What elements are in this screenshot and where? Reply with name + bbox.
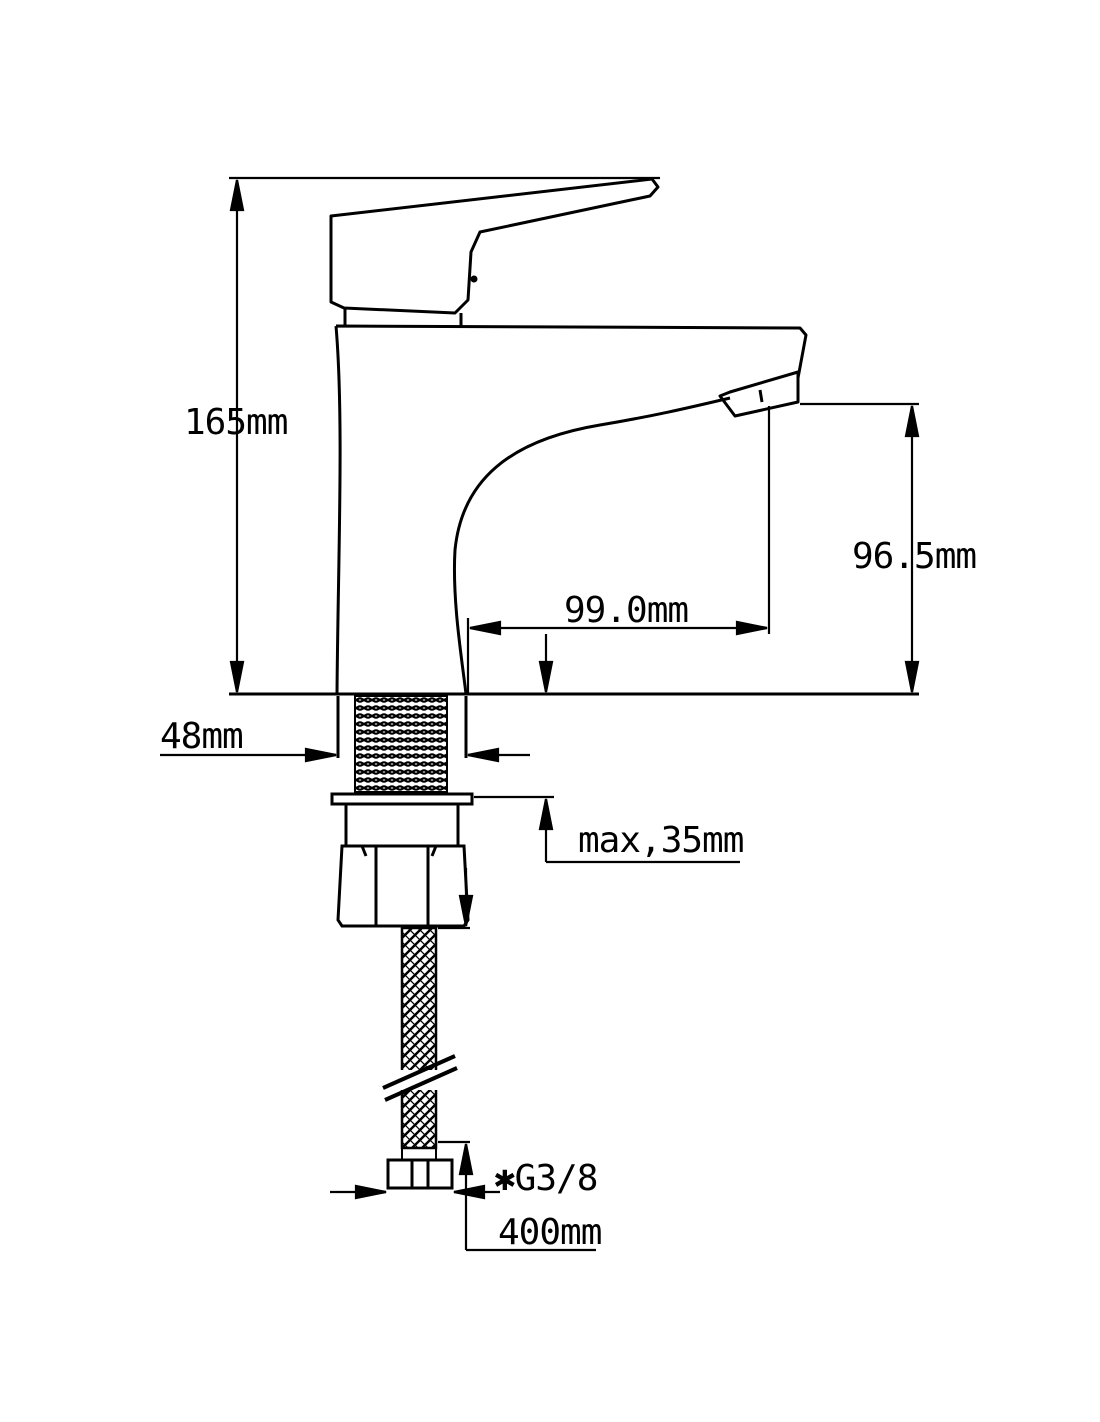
handle-dot xyxy=(470,275,478,283)
aerator xyxy=(718,370,800,418)
label-shank-diameter: 48mm xyxy=(160,716,243,757)
faucet-body xyxy=(329,177,808,695)
dimension-lines xyxy=(160,176,920,1252)
label-spout-reach: 99.0mm xyxy=(564,590,688,631)
handle-lever xyxy=(329,177,660,315)
label-spout-height: 96.5mm xyxy=(852,536,976,577)
label-hose-length: 400mm xyxy=(498,1212,601,1253)
braided-hose xyxy=(382,926,458,1190)
threaded-shank xyxy=(336,695,468,793)
label-max-countertop: max,35mm xyxy=(578,820,743,861)
label-hose-thread: ✱G3/8 xyxy=(494,1158,597,1199)
faucet-main-body xyxy=(334,324,808,695)
label-total-height: 165mm xyxy=(184,402,287,443)
handle-collar xyxy=(343,308,463,326)
mounting-nut xyxy=(330,792,474,928)
